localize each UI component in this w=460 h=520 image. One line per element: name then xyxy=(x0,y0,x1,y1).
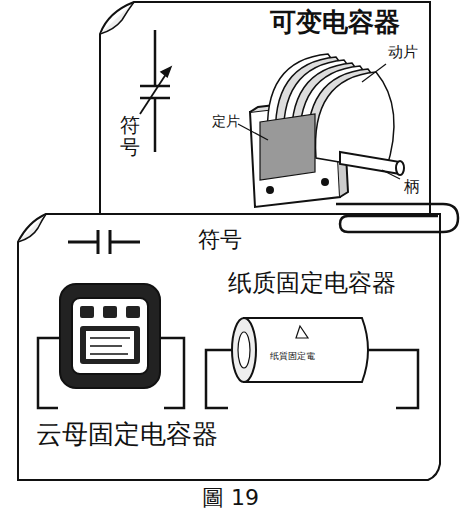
part-label: 柄 xyxy=(404,178,420,196)
part-label: 定片 xyxy=(212,114,240,129)
symbol-label: 符号 xyxy=(198,228,242,252)
variable-capacitor-card: 可变电容器符号 动片定片柄 xyxy=(100,2,432,217)
figure-caption: 圖 19 xyxy=(202,486,259,510)
part-title: 云母固定电容器 xyxy=(36,420,218,449)
part-title: 纸质固定电容器 xyxy=(228,270,396,296)
fixed-capacitor-card: 符号纸质固定电容器云母固定电容器 纸質固定電 xyxy=(18,214,442,482)
body-print: 纸質固定電 xyxy=(270,352,315,362)
part-label: 动片 xyxy=(388,44,418,61)
symbol-label: 符号 xyxy=(120,114,140,158)
card-title: 可变电容器 xyxy=(270,8,400,37)
